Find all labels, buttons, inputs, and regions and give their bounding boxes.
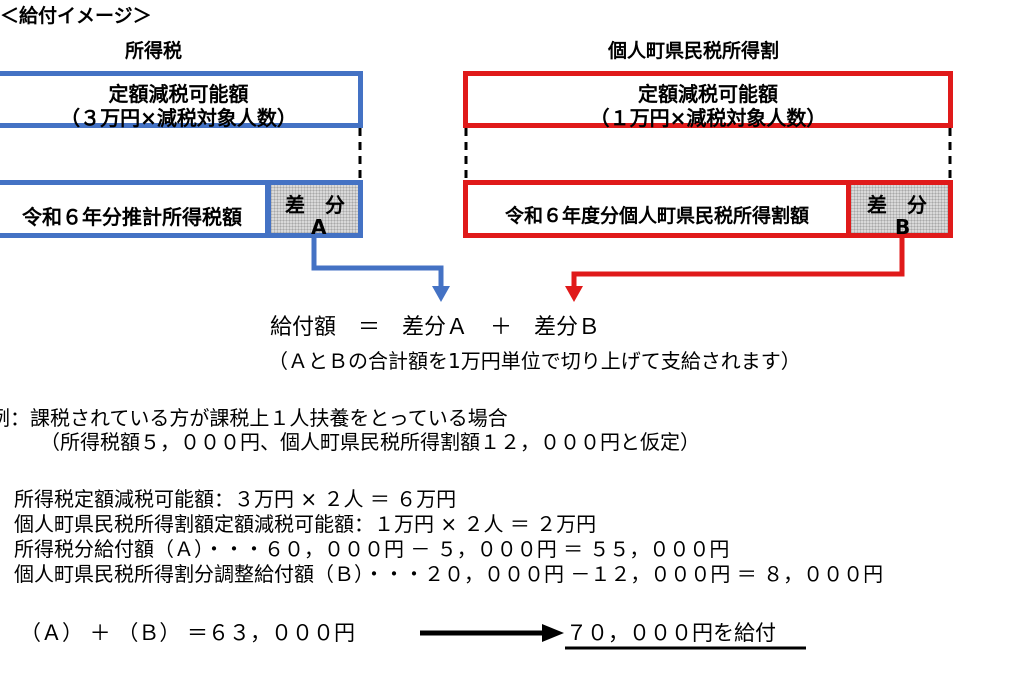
difference-b-letter: B bbox=[895, 215, 911, 239]
income-tax-heading: 所得税 bbox=[125, 40, 183, 62]
difference-b-arrowhead bbox=[565, 286, 583, 302]
rounding-note: （ＡとＢの合計額を1万円単位で切り上げて支給されます） bbox=[268, 349, 801, 373]
calc-benefit-b: 個人町県民税所得割分調整給付額（Ｂ）・・・２０，０００円 －１２，０００円 ＝ … bbox=[14, 562, 884, 586]
difference-a-letter: A bbox=[311, 215, 327, 239]
income-tax-deduction-label: 定額減税可能額 bbox=[108, 82, 249, 106]
difference-b-label: 差 分 bbox=[867, 193, 927, 217]
resident-tax-amount-box: 令和６年度分個人町県民税所得割額 bbox=[463, 180, 851, 238]
difference-a-box: 差 分 A bbox=[266, 180, 363, 239]
resident-tax-deduction-label: 定額減税可能額 bbox=[638, 82, 778, 106]
sum-line: （Ａ） ＋ （Ｂ） ＝６３，０００円 bbox=[20, 621, 356, 645]
resident-tax-heading: 個人町県民税所得割 bbox=[608, 40, 780, 62]
income-tax-estimate-box: 令和６年分推計所得税額 bbox=[0, 180, 270, 238]
resident-tax-deduction-formula: （１万円×減税対象人数） bbox=[589, 106, 827, 130]
page-title: ＜給付イメージ＞ bbox=[0, 5, 152, 27]
difference-b-path bbox=[571, 238, 905, 288]
result-arrowhead bbox=[542, 624, 564, 642]
example-condition: 例：課税されている方が課税上１人扶養をとっている場合 bbox=[0, 406, 508, 430]
calc-income-tax-deduction: 所得税定額減税可能額：３万円 × ２人 ＝ ６万円 bbox=[14, 487, 457, 511]
resident-tax-deduction-box: 定額減税可能額 （１万円×減税対象人数） bbox=[463, 71, 953, 130]
income-tax-deduction-box: 定額減税可能額 （３万円×減税対象人数） bbox=[0, 71, 363, 130]
example-assumption: （所得税額５，０００円、個人町県民税所得割額１２，０００円と仮定） bbox=[40, 430, 700, 454]
resident-tax-amount-label: 令和６年度分個人町県民税所得割額 bbox=[504, 205, 809, 227]
difference-b-box: 差 分 B bbox=[846, 180, 953, 239]
benefit-formula: 給付額 ＝ 差分Ａ ＋ 差分Ｂ bbox=[270, 315, 601, 340]
benefit-result: ７０，０００円を給付 bbox=[566, 621, 776, 645]
income-tax-deduction-formula: （３万円×減税対象人数） bbox=[60, 106, 297, 130]
income-tax-estimate-label: 令和６年分推計所得税額 bbox=[22, 205, 242, 229]
calc-resident-tax-deduction: 個人町県民税所得割額定額減税可能額：１万円 × ２人 ＝ ２万円 bbox=[14, 512, 597, 536]
calc-benefit-a: 所得税分給付額（Ａ）・・・６０，０００円 － ５，０００円 ＝ ５５，０００円 bbox=[14, 537, 730, 561]
difference-a-label: 差 分 bbox=[285, 193, 345, 217]
difference-a-arrowhead bbox=[432, 286, 450, 302]
difference-a-path bbox=[311, 238, 444, 288]
